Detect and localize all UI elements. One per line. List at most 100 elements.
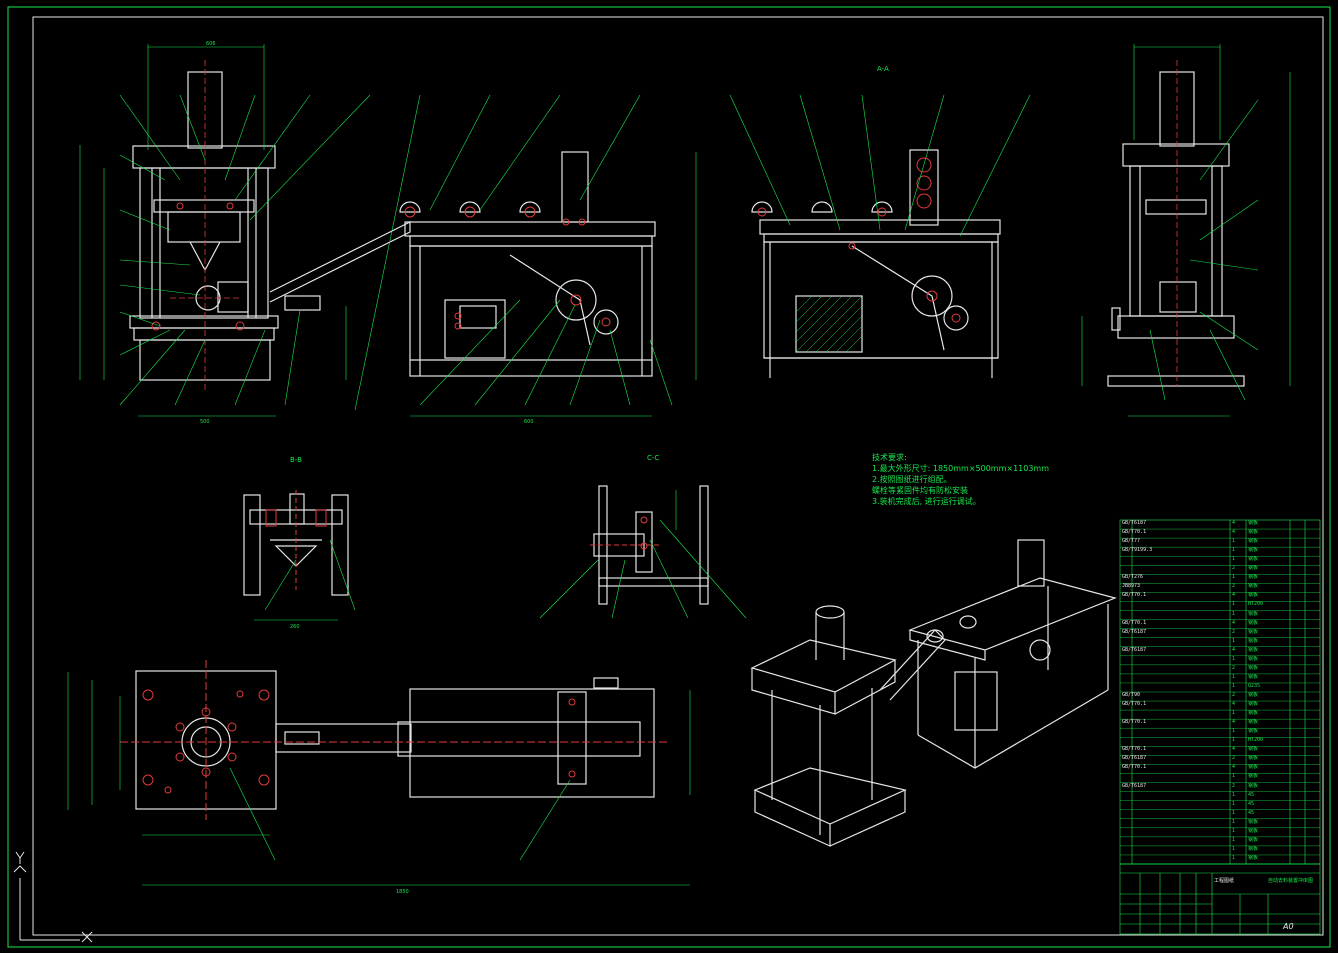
bom-cell-qty: 1 [1232,547,1236,554]
dim-label-press-width: 606 [206,41,216,47]
bom-cell-qty: 1 [1232,710,1236,717]
press-front-centerlines [170,60,240,390]
bom-cell-std: GB/T70.1 [1122,619,1147,626]
bom-cell-std: GB/T6187 [1122,520,1147,526]
bom-cell-mat: 钢板 [1248,701,1259,708]
bom-cell-qty: 1 [1232,818,1236,825]
bom-cell-mat: 钢板 [1248,728,1259,735]
press-front-view [129,71,411,381]
bom-row: 1 45 [1120,792,1320,799]
dim-label-feeder-length: 600 [524,419,534,425]
bom-cell-mat: 钢板 [1248,746,1259,753]
bom-cell-qty: 4 [1232,529,1236,536]
section-label-b: B-B [290,456,302,464]
bom-cell-mat: 钢板 [1248,710,1259,717]
bom-cell-mat: 钢板 [1248,592,1259,599]
bom-cell-mat: 钢板 [1248,755,1259,762]
bom-cell-qty: 1 [1232,773,1236,780]
bom-row: 1 钢板 [1120,710,1320,717]
bom-cell-qty: 2 [1232,583,1236,590]
bom-cell-qty: 1 [1232,682,1236,689]
bom-row: JB8973 2 钢板 [1120,583,1320,590]
bom-cell-mat: HT200 [1248,601,1264,608]
bom-cell-qty: 1 [1232,845,1236,852]
bom-cell-qty: 4 [1232,592,1236,599]
bom-cell-std: GB/T70.1 [1122,764,1147,771]
bom-row: GB/T70.1 4 钢板 [1120,592,1320,599]
technical-requirements: 技术要求: 1.最大外形尺寸: 1850mm×500mm×1103mm 2.按照… [872,452,1049,507]
note-line-1: 1.最大外形尺寸: 1850mm×500mm×1103mm [872,464,1050,473]
bom-cell-mat: 钢板 [1248,637,1259,644]
bom-cell-std: GB/T276 [1122,574,1144,581]
drawing-title: 自动去料装置冲床图 [1268,878,1314,884]
bom-cell-mat: 钢板 [1248,520,1259,526]
bom-cell-std: GB/T6187 [1122,628,1147,635]
bom-cell-qty: 1 [1232,556,1236,563]
bom-cell-qty: 1 [1232,827,1236,834]
bom-cell-mat: 钢板 [1248,529,1259,536]
notes-title: 技术要求: [872,453,907,462]
bom-cell-mat: 钢板 [1248,827,1259,834]
bom-cell-std: JB8973 [1122,583,1141,590]
company-name: 工程图纸 [1214,878,1235,884]
bom-cell-qty: 2 [1232,628,1236,635]
press-side-dims [1081,44,1291,417]
bom-row: 1 钢板 [1120,828,1320,835]
bom-cell-mat: 钢板 [1248,845,1259,852]
detail-bb-red [265,490,327,590]
press-front-dimensions [79,44,371,417]
press-side-view [1107,71,1245,387]
bom-cell-qty: 1 [1232,854,1236,861]
bom-cell-mat: 钢板 [1248,782,1259,789]
bom-cell-std: GB/T90 [1122,692,1141,698]
bom-cell-mat: 钢板 [1248,818,1259,825]
bom-cell-mat: 钢板 [1248,574,1259,581]
bom-cell-mat: 钢板 [1248,610,1259,617]
bom-cell-mat: 钢板 [1248,673,1259,680]
bom-cell-mat: HT200 [1248,737,1264,744]
bom-cell-mat: 钢板 [1248,583,1259,590]
section-label-a: A-A [877,65,889,73]
bom-cell-mat: Q235 [1248,682,1261,689]
bom-row: 1 钢板 [1120,819,1320,826]
bom-cell-std: GB/T70.1 [1122,701,1147,708]
bom-cell-qty: 2 [1232,664,1236,671]
bom-cell-mat: 钢板 [1248,719,1259,726]
bom-cell-mat: 钢板 [1248,764,1259,771]
feeder-side-view [399,151,656,377]
bom-cell-mat: 钢板 [1248,773,1259,780]
bom-cell-mat: 钢板 [1248,565,1259,572]
bom-row-lines [1120,528,1320,865]
bom-cell-mat: 钢板 [1248,854,1259,861]
bom-cell-std: GB/T70.1 [1122,719,1147,726]
bom-cell-mat: 45 [1248,800,1255,807]
bom-cell-qty: 1 [1232,791,1236,798]
outer-border [7,6,1331,948]
detail-bb-dims [254,539,356,621]
bom-cell-mat: 钢板 [1248,556,1259,563]
bom-cell-qty: 4 [1232,619,1236,626]
bom-cell-mat: 45 [1248,791,1255,798]
bom-cell-std: GB/T70.1 [1122,592,1147,599]
bom-cell-mat: 钢板 [1248,646,1259,653]
press-front-red-bolts [151,202,245,331]
bom-cell-std: GB/T70.1 [1122,746,1147,753]
